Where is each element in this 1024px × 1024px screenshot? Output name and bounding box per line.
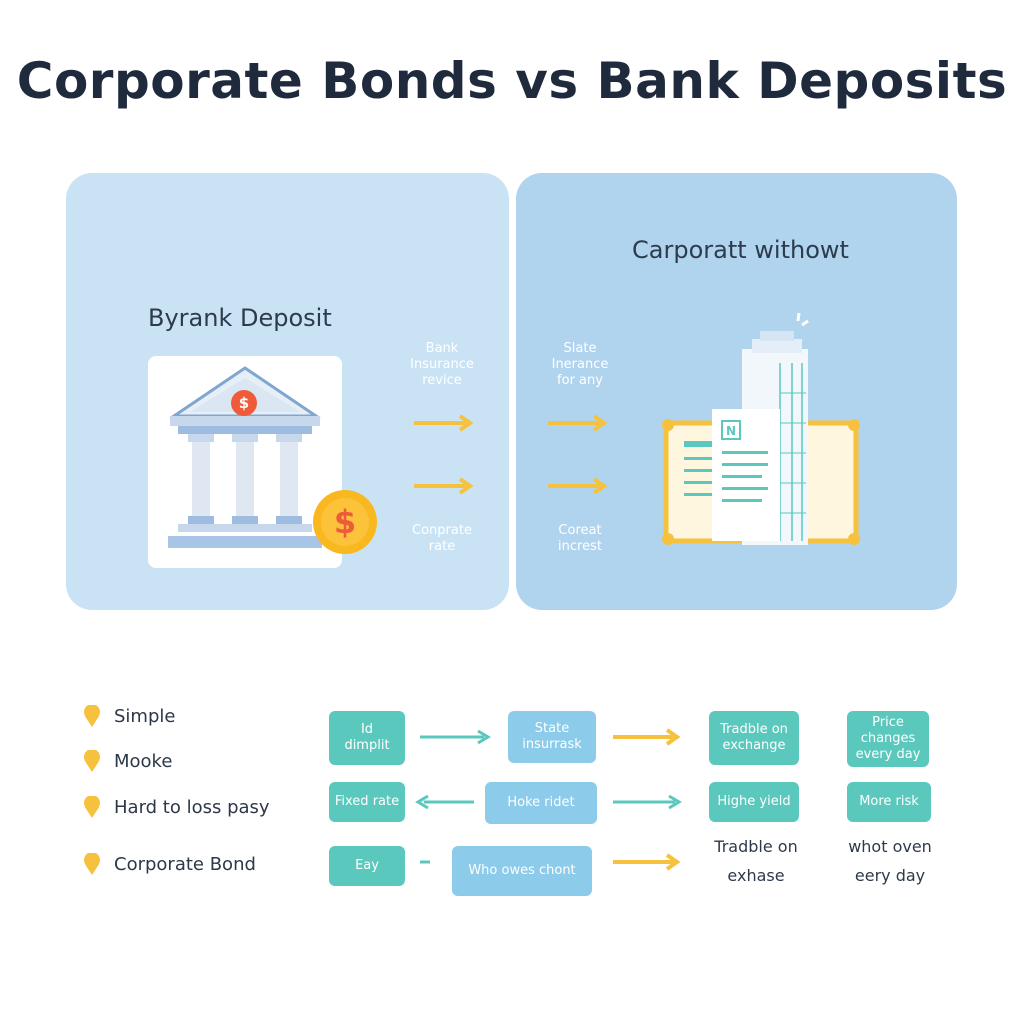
bank-deposit-panel: Byrank Deposit $ [66, 173, 509, 610]
pin-icon [84, 705, 100, 727]
arrow-left-icon [415, 794, 474, 810]
flow-box-hoke-ridet: Hoke ridet [485, 782, 597, 824]
arrow-right-icon [613, 728, 681, 746]
flow-box-price-changes: Price changes every day [847, 711, 929, 767]
flow-box-highe-yield: Highe yield [709, 782, 799, 822]
legend-item-simple: Simple [84, 705, 175, 727]
arrow-right-icon [613, 853, 681, 871]
flow-box-fixed-rate: Fixed rate [329, 782, 405, 822]
coreat-increst-label: Coreat increst [558, 523, 602, 554]
svg-text:$: $ [239, 394, 249, 412]
dollar-badge-icon: $ [231, 390, 257, 416]
arrow-right-icon [414, 477, 474, 495]
tradble-exhase-text: Tradble on exhase [714, 837, 798, 885]
corporate-bond-panel: Carporatt withowt Slate Inerance for any… [516, 173, 957, 610]
legend-label: Corporate Bond [114, 853, 256, 875]
arrow-right-icon [548, 414, 608, 432]
arrow-right-icon [548, 477, 608, 495]
dash-connector [420, 860, 430, 864]
pin-icon [84, 796, 100, 818]
coin-symbol: $ [334, 503, 356, 541]
whot-oven-text: whot oven eery day [848, 837, 932, 885]
flow-box-id-dimplit: Id dimplit [329, 711, 405, 765]
legend-label: Mooke [114, 750, 173, 772]
legend-label: Simple [114, 705, 176, 727]
flow-box-tradble-exchange: Tradble on exchange [709, 711, 799, 765]
pin-icon [84, 750, 100, 772]
bank-insurance-label: Bank Insurance revice [410, 341, 474, 388]
legend-label: Hard to loss pasy [114, 796, 270, 818]
conprate-rate-label: Conprate rate [412, 523, 472, 554]
page-title: Corporate Bonds vs Bank Deposits [16, 52, 1008, 110]
arrow-right-icon [613, 794, 682, 810]
arrow-right-icon [414, 414, 474, 432]
bank-deposit-heading: Byrank Deposit [148, 304, 332, 332]
pin-icon [84, 853, 100, 875]
legend-item-hard-to-loss: Hard to loss pasy [84, 796, 270, 818]
flow-box-who-owes-chont: Who owes chont [452, 846, 592, 896]
flow-box-state-insurrask: State insurrask [508, 711, 596, 763]
bank-icon-card: $ [148, 356, 342, 568]
corporate-building-bond-icon: N [662, 312, 860, 545]
legend-item-mooke: Mooke [84, 750, 172, 772]
svg-text:N: N [726, 424, 736, 438]
arrow-right-icon [420, 729, 491, 745]
dollar-coin-icon: $ [313, 490, 377, 554]
corporate-heading: Carporatt withowt [632, 236, 849, 264]
flow-box-eay: Eay [329, 846, 405, 886]
legend-item-corporate-bond: Corporate Bond [84, 853, 256, 875]
flow-box-more-risk: More risk [847, 782, 931, 822]
slate-insurance-label: Slate Inerance for any [551, 341, 609, 388]
